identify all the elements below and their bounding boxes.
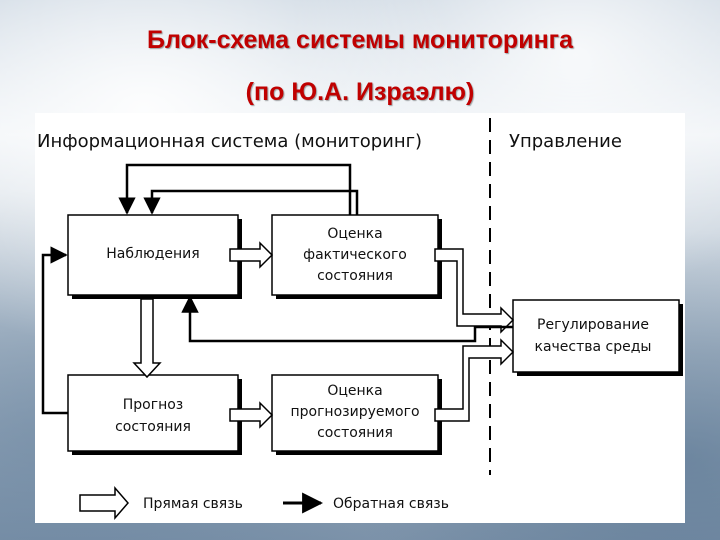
direct-arrow-estimate-to-regulation	[434, 338, 515, 422]
forecast-estimate-line-3: состояния	[317, 425, 393, 441]
forecast-line-2: состояния	[115, 419, 191, 435]
feedback-actual-to-obs-2	[143, 189, 359, 215]
regulation-line-1: Регулирование	[537, 317, 649, 333]
control-header: Управление	[509, 131, 622, 152]
block-actual-state: Оценка фактического состояния	[271, 214, 442, 299]
actual-state-line-2: фактического	[303, 247, 407, 263]
diagram-panel: Информационная система (мониторинг) Упра…	[35, 113, 685, 523]
feedback-regulation-to-obs	[181, 295, 513, 343]
actual-state-line-3: состояния	[317, 268, 393, 284]
block-forecast: Прогноз состояния	[67, 374, 242, 455]
direct-arrow-obs-to-actual	[229, 241, 274, 269]
regulation-line-2: качества среды	[535, 339, 652, 355]
block-forecast-estimate: Оценка прогнозируемого состояния	[271, 374, 442, 455]
slide-title: Блок-схема системы мониторинга	[146, 26, 573, 54]
legend-direct-label: Прямая связь	[143, 496, 243, 512]
direct-arrow-actual-to-regulation	[434, 248, 515, 334]
info-system-header: Информационная система (мониторинг)	[37, 131, 422, 152]
legend-feedback-label: Обратная связь	[333, 496, 449, 512]
forecast-estimate-line-1: Оценка	[327, 383, 382, 399]
actual-state-line-1: Оценка	[327, 226, 382, 242]
direct-arrow-forecast-to-estimate	[229, 401, 274, 429]
observations-label: Наблюдения	[106, 246, 199, 262]
block-regulation: Регулирование качества среды	[512, 299, 683, 376]
flow-diagram: Информационная система (мониторинг) Упра…	[37, 118, 683, 521]
forecast-estimate-line-2: прогнозируемого	[290, 404, 419, 420]
slide-subtitle: (по Ю.А. Израэлю)	[245, 78, 475, 106]
block-observations: Наблюдения	[67, 214, 242, 299]
forecast-line-1: Прогноз	[123, 397, 184, 413]
legend-direct-arrow	[79, 485, 129, 521]
feedback-forecast-to-obs	[41, 246, 68, 415]
direct-arrow-obs-to-forecast	[132, 298, 162, 379]
